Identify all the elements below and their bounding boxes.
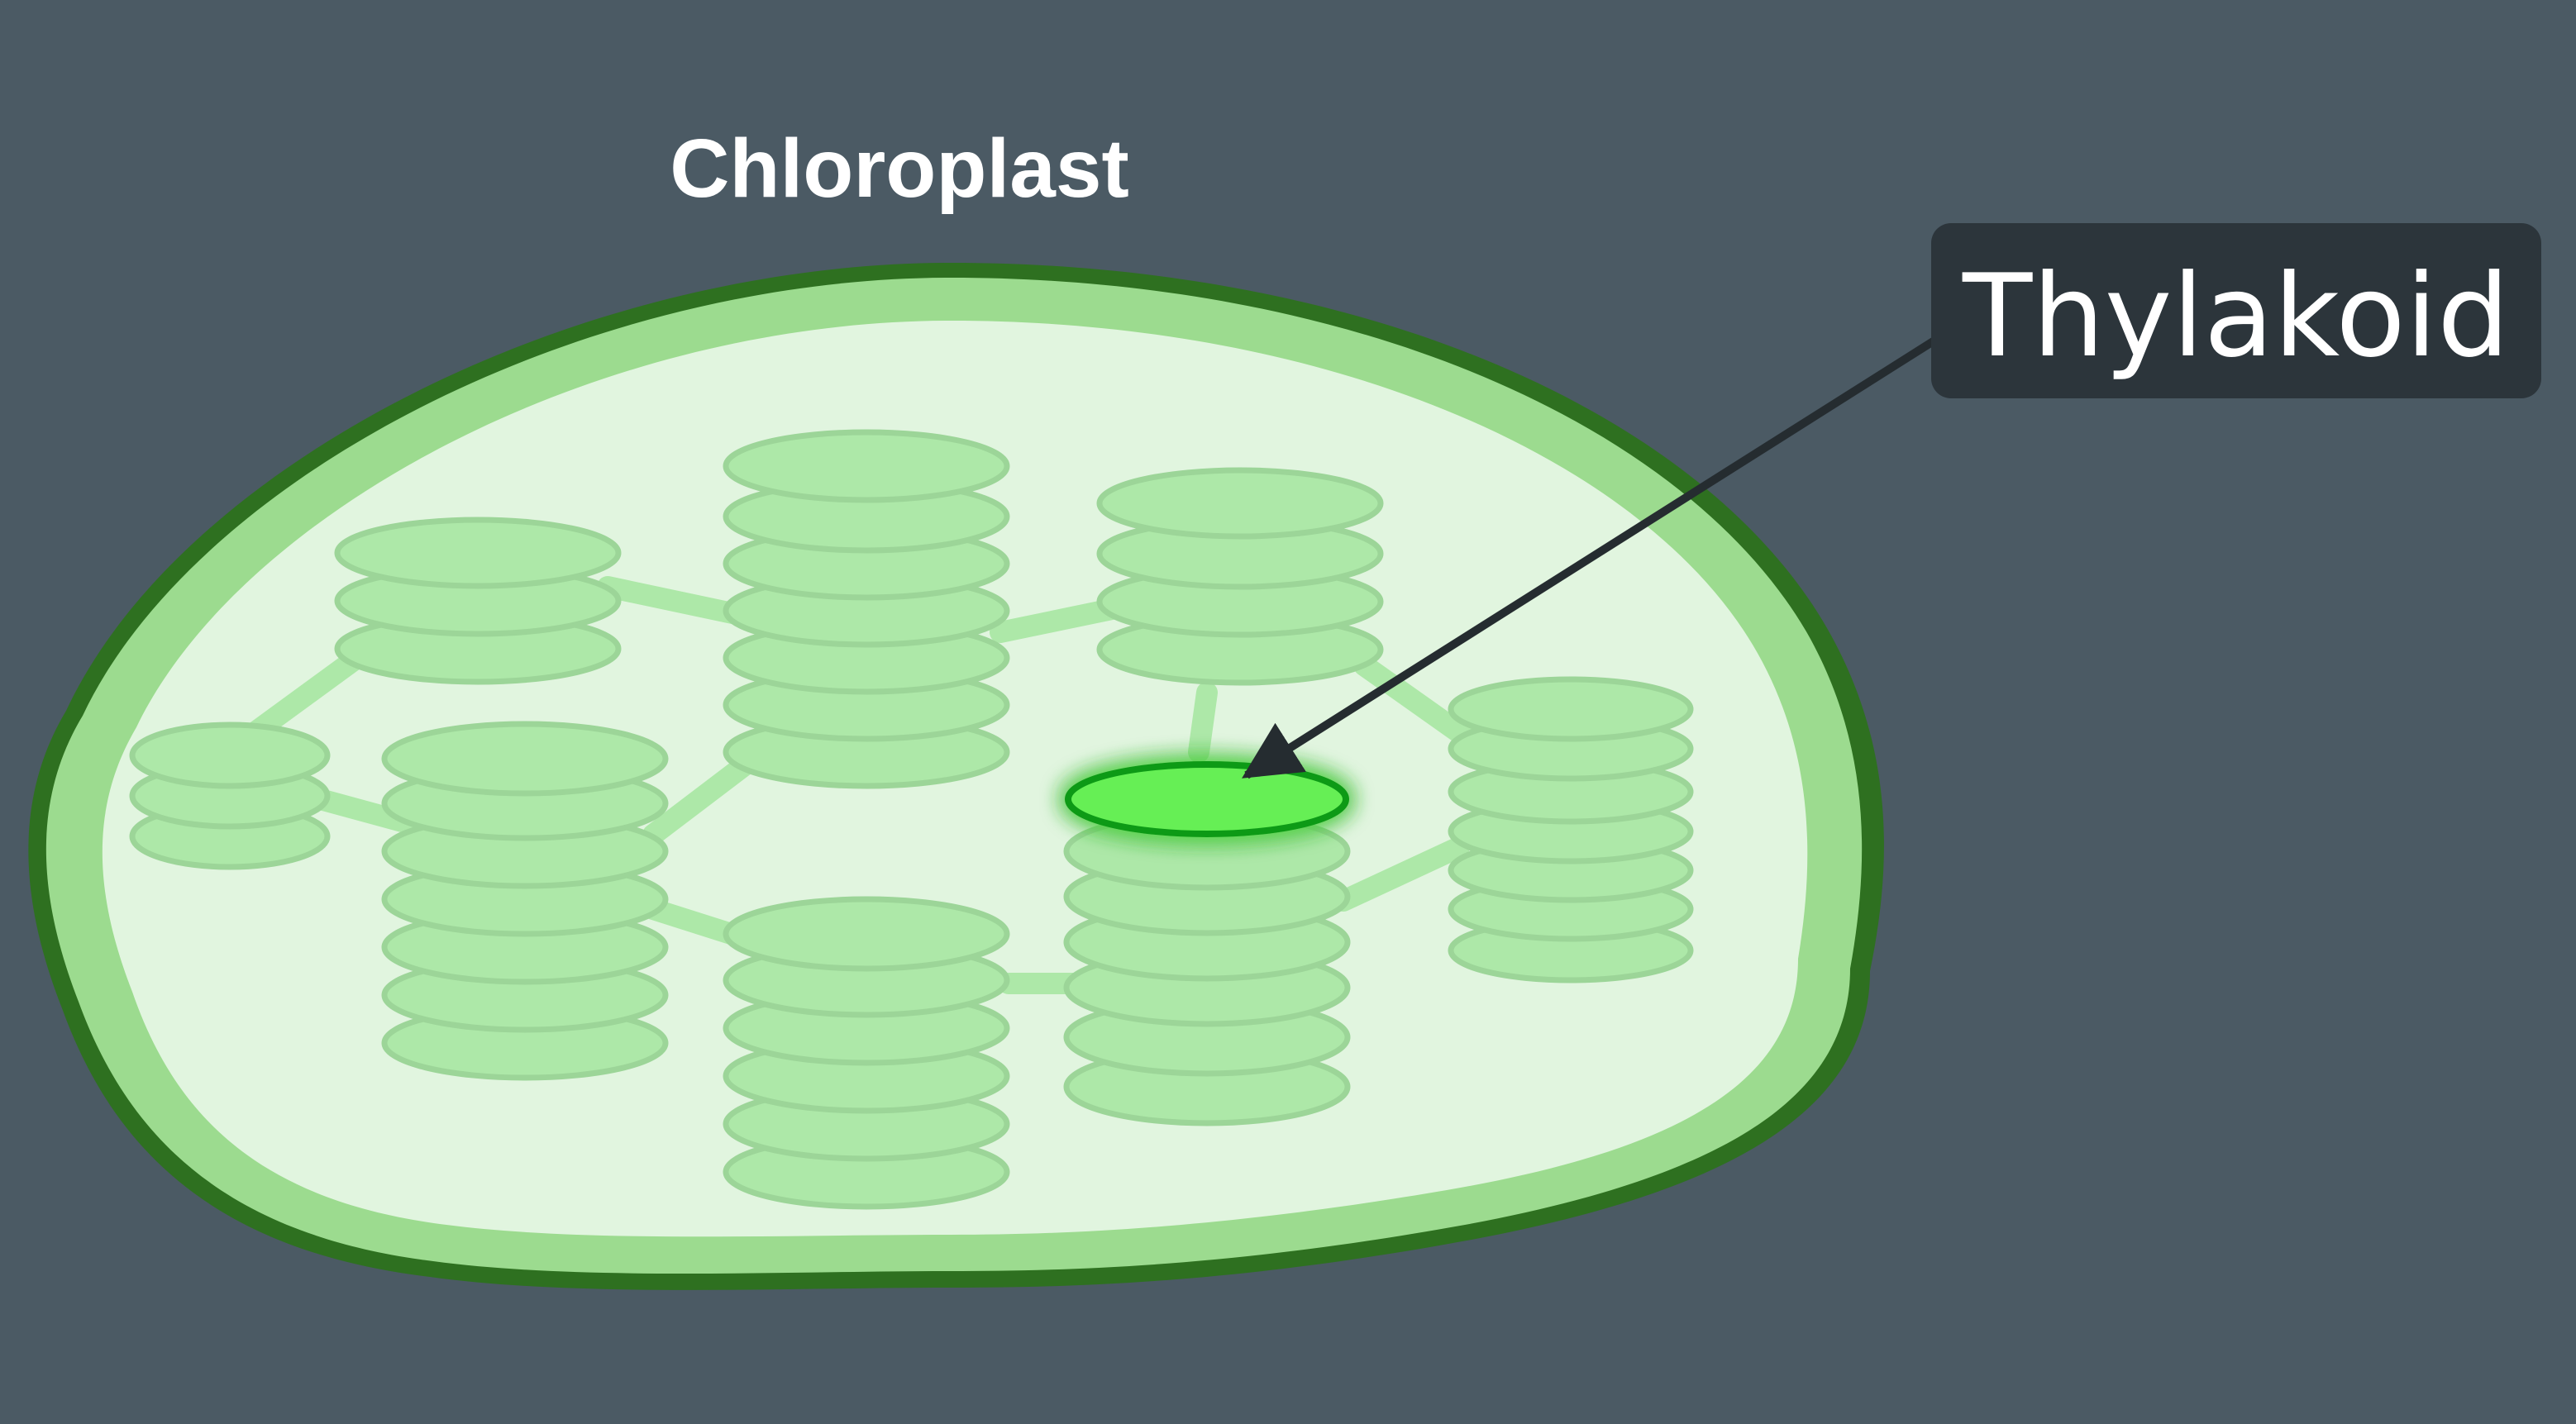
- thylakoid-disk: [334, 517, 622, 589]
- thylakoid-disk: [381, 721, 669, 797]
- highlighted-thylakoid: [1065, 761, 1349, 837]
- granum-stack: [1063, 812, 1351, 1126]
- lamella: [1188, 682, 1218, 763]
- thylakoid-disk: [1096, 467, 1384, 540]
- thylakoid-disk: [723, 429, 1010, 503]
- granum-stack: [334, 517, 622, 685]
- callout-label: Thylakoid: [1962, 250, 2510, 383]
- callout-box: Thylakoid: [1931, 223, 2541, 398]
- lamella: [303, 787, 416, 833]
- lamella: [597, 576, 755, 626]
- granum-stack: [1448, 676, 1694, 983]
- granum-stack: [129, 722, 331, 870]
- diagram-title: Chloroplast: [670, 122, 1129, 215]
- callout-background: [1931, 223, 2541, 398]
- granum-stack: [723, 896, 1010, 1210]
- lamella: [246, 642, 374, 742]
- granum-stack: [723, 429, 1010, 789]
- granum-stack: [381, 721, 669, 1081]
- stroma-lamellae: [246, 576, 1474, 994]
- thylakoid-disk: [129, 722, 331, 789]
- thylakoid-disk: [723, 896, 1010, 972]
- lamella: [1353, 655, 1474, 746]
- granum-stack: [1096, 467, 1384, 686]
- thylakoid-disk: [1448, 676, 1694, 742]
- lamella: [1333, 836, 1470, 912]
- lamella: [990, 598, 1123, 643]
- callout-arrow: [1242, 336, 1937, 779]
